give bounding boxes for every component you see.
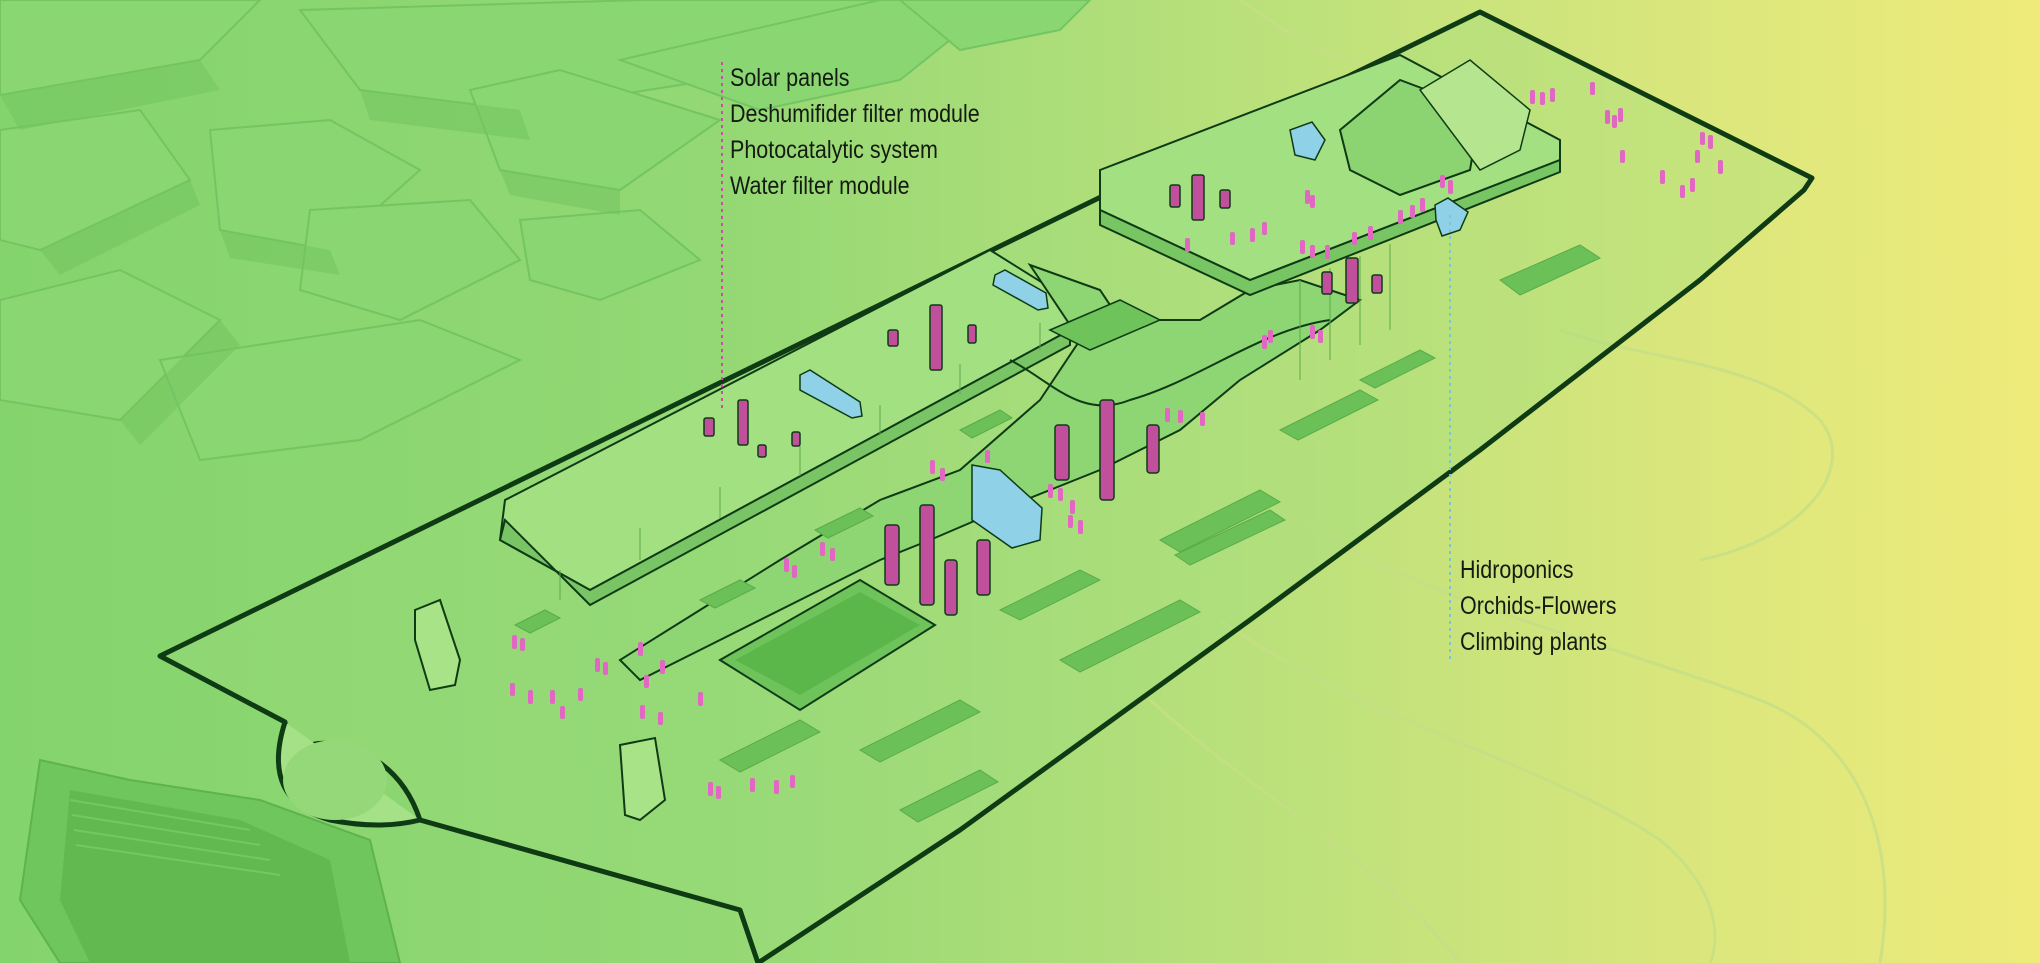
annotation-photocatalytic-system: Photocatalytic system bbox=[730, 136, 938, 164]
annotation-solar-panels: Solar panels bbox=[730, 64, 850, 92]
annotation-hydroponics: Hidroponics bbox=[1460, 556, 1574, 584]
annotation-climbing-plants: Climbing plants bbox=[1460, 628, 1607, 656]
ground-kiosks bbox=[414, 598, 667, 822]
annotation-orchids-flowers: Orchids-Flowers bbox=[1460, 592, 1617, 620]
annotation-water-filter-module: Water filter module bbox=[730, 172, 910, 200]
lower-left-court bbox=[18, 758, 402, 963]
courtyard-voids bbox=[513, 244, 1602, 823]
vertical-gardens-annotation: Hidroponics Orchids-Flowers Climbing pla… bbox=[1460, 552, 1642, 660]
sunken-atrium bbox=[718, 299, 1162, 712]
annotation-dehumidifier-module: Deshumifider filter module bbox=[730, 100, 980, 128]
people-figures bbox=[510, 82, 1723, 799]
blue-panels bbox=[799, 121, 1469, 549]
context-buildings bbox=[0, 0, 1092, 462]
garden-towers bbox=[703, 174, 1383, 616]
right-wing bbox=[1099, 53, 1561, 380]
context-building-shadows bbox=[0, 60, 620, 445]
semicircle-bay bbox=[275, 721, 421, 828]
roof-systems-annotation: Solar panels Deshumifider filter module … bbox=[730, 60, 1020, 204]
